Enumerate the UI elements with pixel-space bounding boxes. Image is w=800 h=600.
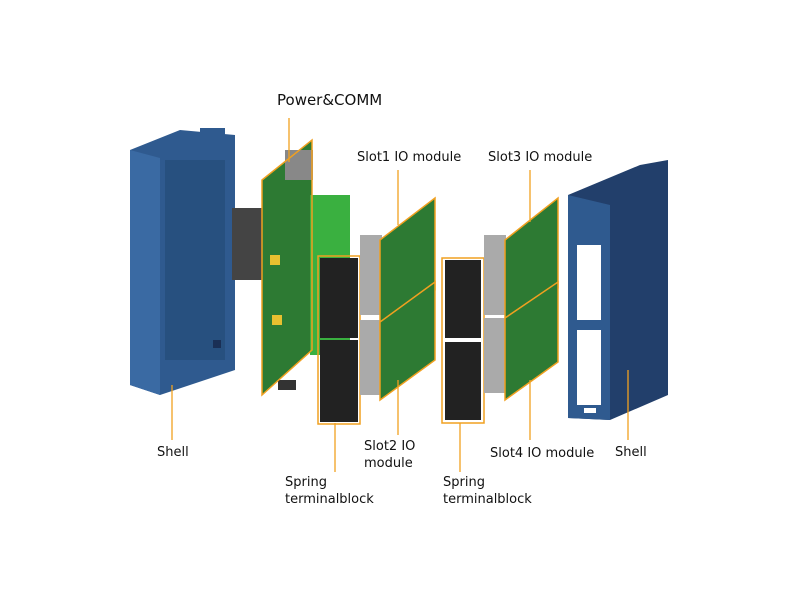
label-power-comm: Power&COMM (277, 91, 383, 109)
leader-lines (171, 118, 629, 472)
label-spring2-line2: terminalblock (443, 492, 532, 507)
label-shell-left: Shell (157, 445, 189, 460)
label-slot4: Slot4 IO module (490, 446, 595, 461)
label-slot1: Slot1 IO module (357, 150, 462, 165)
right-shell (568, 160, 668, 420)
label-spring1-line1: Spring (285, 475, 327, 490)
label-slot2-line1: Slot2 IO (364, 439, 416, 454)
slot1-slot2-modules (360, 196, 436, 402)
spring-terminal-block-2 (441, 257, 485, 424)
slot3-slot4-modules (484, 196, 559, 402)
left-shell (130, 128, 235, 395)
power-comm-highlight (261, 138, 313, 397)
label-slot3: Slot3 IO module (488, 150, 593, 165)
label-shell-right: Shell (615, 445, 647, 460)
label-slot2-line2: module (364, 456, 413, 471)
label-spring2-line1: Spring (443, 475, 485, 490)
label-spring1-line2: terminalblock (285, 492, 374, 507)
spring-terminal-block-1 (317, 255, 361, 425)
